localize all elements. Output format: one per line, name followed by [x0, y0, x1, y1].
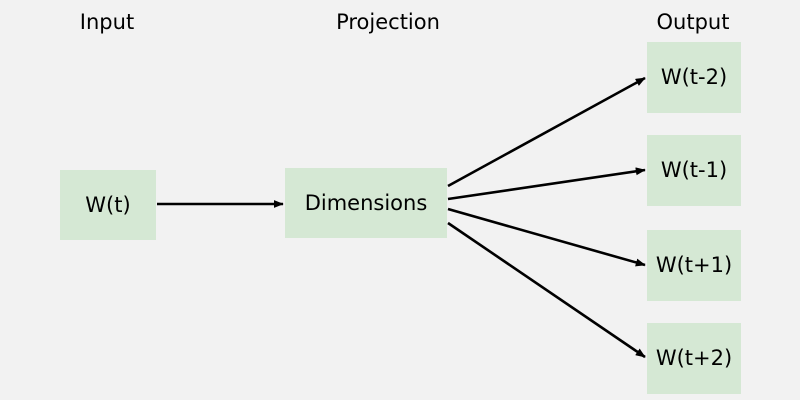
- node-input-wt[interactable]: W(t): [60, 170, 156, 240]
- node-label: W(t-1): [660, 158, 728, 182]
- node-output-wt-minus-1[interactable]: W(t-1): [647, 135, 741, 206]
- node-projection-dimensions[interactable]: Dimensions: [285, 168, 447, 238]
- column-label-input: Input: [79, 10, 135, 34]
- column-label-projection: Projection: [336, 10, 440, 34]
- node-output-wt-plus-2[interactable]: W(t+2): [647, 323, 741, 394]
- edge-projection-to-wt-minus-2: [447, 76, 646, 188]
- column-label-output: Output: [656, 10, 730, 34]
- edge-projection-to-wt-minus-1: [447, 167, 646, 201]
- edge-projection-to-wt-plus-2: [447, 221, 646, 359]
- node-output-wt-plus-1[interactable]: W(t+1): [647, 230, 741, 301]
- node-label: W(t-2): [660, 65, 728, 89]
- node-output-wt-minus-2[interactable]: W(t-2): [647, 42, 741, 113]
- edge-projection-to-wt-plus-1: [447, 207, 646, 267]
- node-label: W(t+2): [655, 346, 733, 370]
- node-label: W(t): [85, 192, 131, 217]
- node-label: Dimensions: [304, 190, 428, 215]
- node-label: W(t+1): [655, 253, 733, 277]
